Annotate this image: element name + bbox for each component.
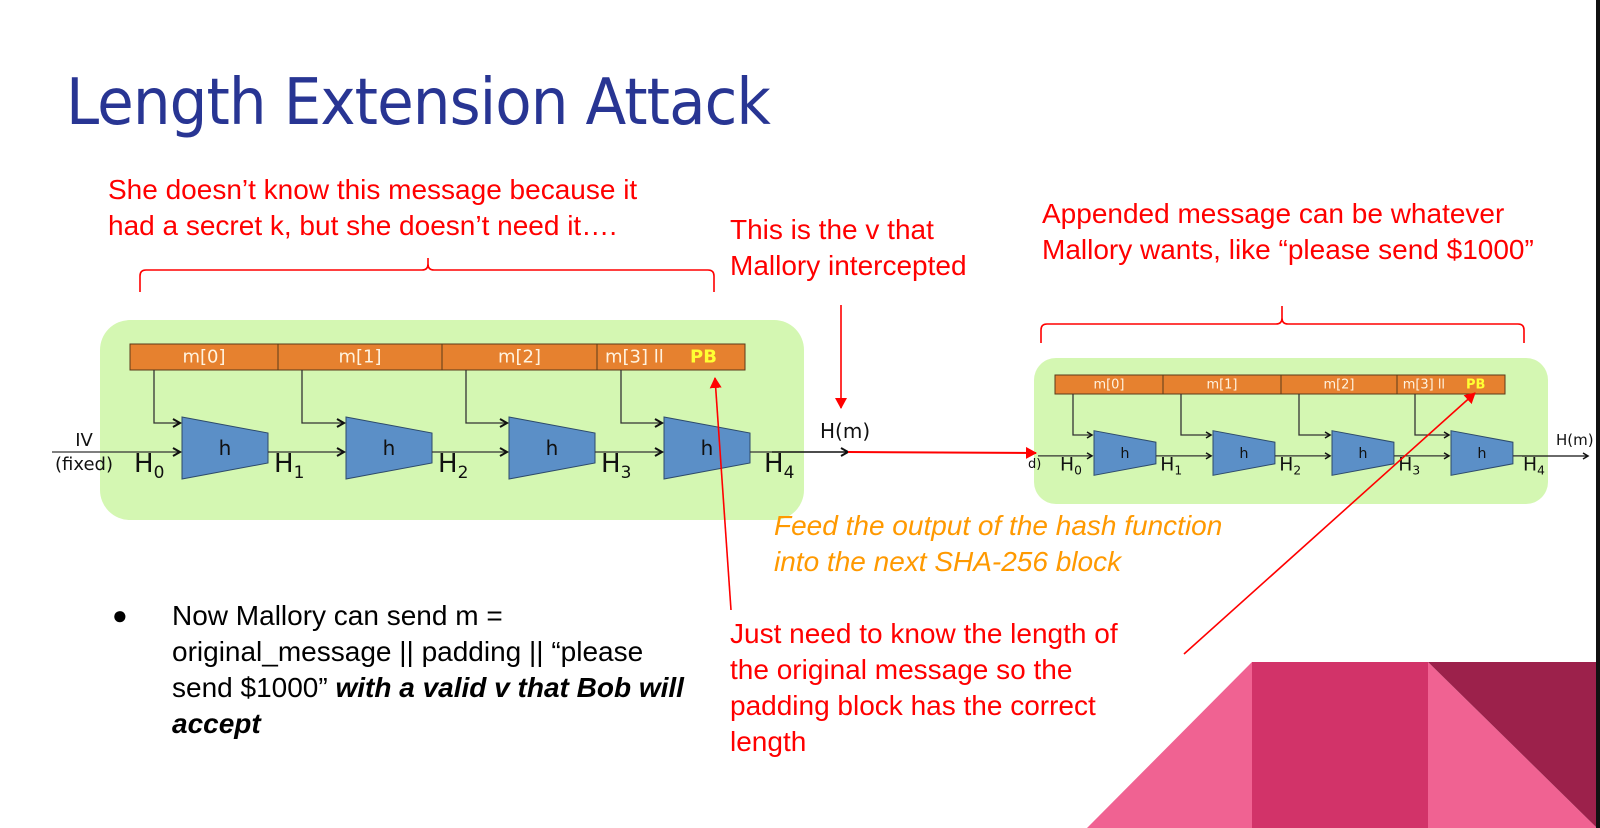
- iv-fixed-label: (fixed): [55, 454, 113, 475]
- hash-function-h: [181, 416, 269, 480]
- appended-message-annotation: Appended message can be whatever Mallory…: [1042, 198, 1534, 265]
- message-block-label: m[3] ll: [1403, 378, 1445, 393]
- message-block-label: m[2]: [1324, 378, 1355, 393]
- message-block-label: m[0]: [182, 347, 225, 368]
- feed-output-annotation: Feed the output of the hash function int…: [774, 510, 1223, 577]
- padding-block-label: PB: [690, 347, 717, 368]
- hash-function-h: [1093, 430, 1157, 476]
- hash-function-label: h: [219, 436, 232, 460]
- hash-function-label: h: [701, 436, 714, 460]
- message-feed-arrow: [620, 370, 662, 423]
- message-bar: m[0] m[1] m[2] m[3] ll PB: [129, 343, 746, 371]
- hash-function-label: h: [546, 436, 559, 460]
- secret-message-brace: [139, 258, 715, 292]
- feed-forward-arrow: [847, 446, 1037, 459]
- extended-padding-arrow: [1183, 392, 1476, 655]
- hash-function-label: h: [1120, 446, 1129, 462]
- hash-function-label: h: [1358, 446, 1367, 462]
- message-block: [596, 343, 746, 371]
- message-block-label: m[1]: [1207, 378, 1238, 393]
- message-block: [441, 343, 598, 371]
- message-block: [1396, 374, 1506, 395]
- message-block-label: m[1]: [338, 347, 381, 368]
- hash-function-h: [1331, 430, 1395, 476]
- bullet-text: Now Mallory can send m = original_messag…: [172, 600, 644, 703]
- message-block-label: m[0]: [1094, 378, 1125, 393]
- hash-function-h: [1450, 430, 1514, 476]
- message-feed-arrow: [301, 370, 344, 423]
- deco-right-dark-triangle: [1428, 662, 1597, 828]
- message-feed-arrow: [1180, 394, 1213, 439]
- deco-left-triangle: [1087, 662, 1252, 828]
- intercepted-v-annotation: This is the v that Mallory intercepted: [730, 214, 967, 281]
- message-block: [129, 343, 279, 371]
- input-fragment-label: d): [1028, 457, 1041, 472]
- padding-block-label: PB: [1466, 378, 1485, 393]
- padding-block-arrow: [709, 377, 732, 611]
- hash-function-h: [663, 416, 751, 480]
- hash-function-label: h: [383, 436, 396, 460]
- padding-length-annotation: Just need to know the length of the orig…: [730, 618, 1118, 757]
- message-block-label: m[2]: [498, 347, 541, 368]
- hash-function-label: h: [1239, 446, 1248, 462]
- deco-middle-block: [1252, 662, 1428, 828]
- secret-message-annotation: She doesn’t know this message because it…: [108, 174, 638, 241]
- message-bar: m[0] m[1] m[2] m[3] ll PB: [1054, 374, 1506, 395]
- message-feed-arrow: [1298, 394, 1332, 439]
- window-edge: [1596, 0, 1600, 828]
- output-label: H(m): [820, 419, 870, 443]
- hash-function-label: h: [1477, 446, 1486, 462]
- message-feed-arrow: [153, 370, 180, 423]
- message-feed-arrow: [1072, 394, 1094, 439]
- appended-message-brace: [1040, 306, 1525, 343]
- extended-output-label: H(m): [1556, 431, 1594, 449]
- bullet-emphasis: with a valid v that Bob will accept: [172, 672, 684, 739]
- bullet-point: Now Mallory can send m = original_messag…: [172, 598, 692, 742]
- message-feed-arrow: [465, 370, 507, 423]
- iv-label: IV: [75, 430, 93, 451]
- hash-function-h: [1212, 430, 1276, 476]
- message-block-label: m[3] ll: [605, 347, 664, 368]
- slide-title: Length Extension Attack: [66, 66, 771, 140]
- message-feed-arrow: [1414, 394, 1451, 439]
- hash-function-h: [345, 416, 433, 480]
- hash-function-h: [508, 416, 596, 480]
- bullet-marker: ●: [112, 600, 128, 630]
